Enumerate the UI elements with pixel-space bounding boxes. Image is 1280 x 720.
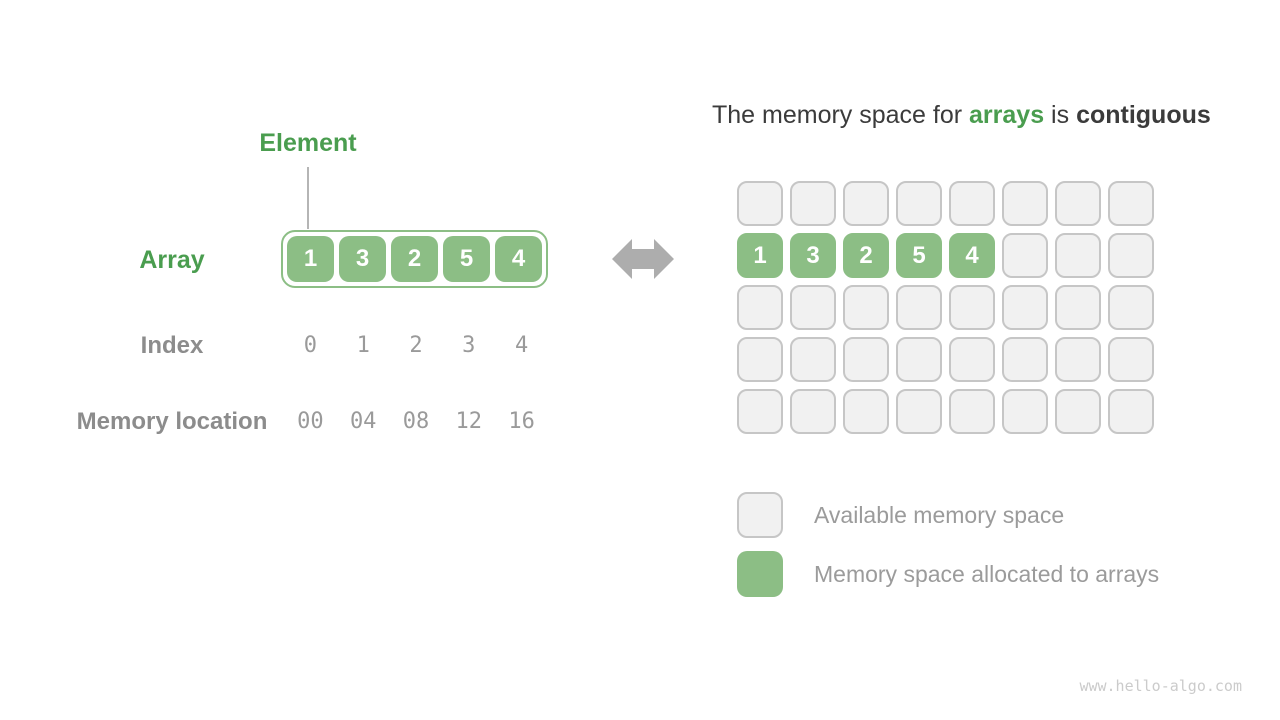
memory-location-value: 16	[508, 409, 535, 434]
legend-swatch-available	[737, 492, 783, 538]
available-memory-cell	[1055, 389, 1101, 434]
legend-item: Memory space allocated to arrays	[737, 551, 1159, 597]
index-value: 1	[356, 333, 370, 358]
title-emphasis-contiguous: contiguous	[1076, 101, 1211, 129]
allocated-memory-cell: 5	[896, 233, 942, 278]
available-memory-cell	[1108, 181, 1154, 226]
available-memory-cell	[896, 285, 942, 330]
available-memory-cell	[1108, 233, 1154, 278]
index-value: 2	[409, 333, 423, 358]
available-memory-cell	[1108, 285, 1154, 330]
title-highlight-arrays: arrays	[969, 101, 1045, 129]
available-memory-cell	[790, 181, 836, 226]
title-text-2: is	[1044, 101, 1077, 129]
allocated-memory-cell: 4	[949, 233, 995, 278]
array-cell: 1	[287, 236, 334, 282]
element-label: Element	[259, 129, 357, 157]
available-memory-cell	[737, 337, 783, 382]
page-title: The memory space for arrays is contiguou…	[712, 101, 1211, 130]
available-memory-cell	[896, 389, 942, 434]
available-memory-cell	[1055, 181, 1101, 226]
memory-location-label: Memory location	[76, 408, 268, 435]
available-memory-cell	[949, 181, 995, 226]
available-memory-cell	[896, 181, 942, 226]
legend-item: Available memory space	[737, 492, 1159, 538]
available-memory-cell	[790, 285, 836, 330]
index-value: 3	[462, 333, 476, 358]
memory-location-row: 00 04 08 12 16	[284, 409, 548, 434]
array-cell: 4	[495, 236, 542, 282]
available-memory-cell	[737, 181, 783, 226]
available-memory-cell	[843, 389, 889, 434]
array-label: Array	[139, 246, 205, 274]
array-cell: 5	[443, 236, 490, 282]
available-memory-cell	[737, 389, 783, 434]
available-memory-cell	[1002, 285, 1048, 330]
element-pointer-line	[307, 167, 309, 229]
array-cell: 3	[339, 236, 386, 282]
available-memory-cell	[1055, 285, 1101, 330]
memory-location-value: 00	[297, 409, 324, 434]
allocated-memory-cell: 3	[790, 233, 836, 278]
available-memory-cell	[1002, 389, 1048, 434]
available-memory-cell	[843, 337, 889, 382]
title-text-1: The memory space for	[712, 101, 970, 129]
available-memory-cell	[843, 285, 889, 330]
memory-location-value: 12	[455, 409, 483, 434]
legend-label: Memory space allocated to arrays	[814, 560, 1160, 587]
array-cell: 2	[391, 236, 438, 282]
available-memory-cell	[790, 389, 836, 434]
available-memory-cell	[1002, 233, 1048, 278]
available-memory-cell	[949, 285, 995, 330]
available-memory-cell	[1108, 337, 1154, 382]
legend-label: Available memory space	[814, 501, 1065, 528]
available-memory-cell	[949, 389, 995, 434]
available-memory-cell	[843, 181, 889, 226]
memory-location-value: 04	[349, 409, 377, 434]
index-value: 4	[514, 333, 529, 358]
index-value: 0	[303, 333, 318, 358]
legend-swatch-allocated	[737, 551, 783, 597]
allocated-memory-cell: 1	[737, 233, 783, 278]
memory-location-value: 08	[402, 409, 430, 434]
available-memory-cell	[1002, 181, 1048, 226]
available-memory-cell	[949, 337, 995, 382]
available-memory-cell	[1055, 337, 1101, 382]
bidirectional-arrow-icon	[612, 239, 674, 279]
available-memory-cell	[1108, 389, 1154, 434]
available-memory-cell	[896, 337, 942, 382]
available-memory-cell	[1002, 337, 1048, 382]
allocated-memory-cell: 2	[843, 233, 889, 278]
watermark: www.hello-algo.com	[1079, 677, 1242, 695]
index-row: 0 1 2 3 4	[284, 333, 548, 358]
available-memory-cell	[737, 285, 783, 330]
available-memory-cell	[1055, 233, 1101, 278]
available-memory-cell	[790, 337, 836, 382]
index-label: Index	[140, 332, 204, 359]
